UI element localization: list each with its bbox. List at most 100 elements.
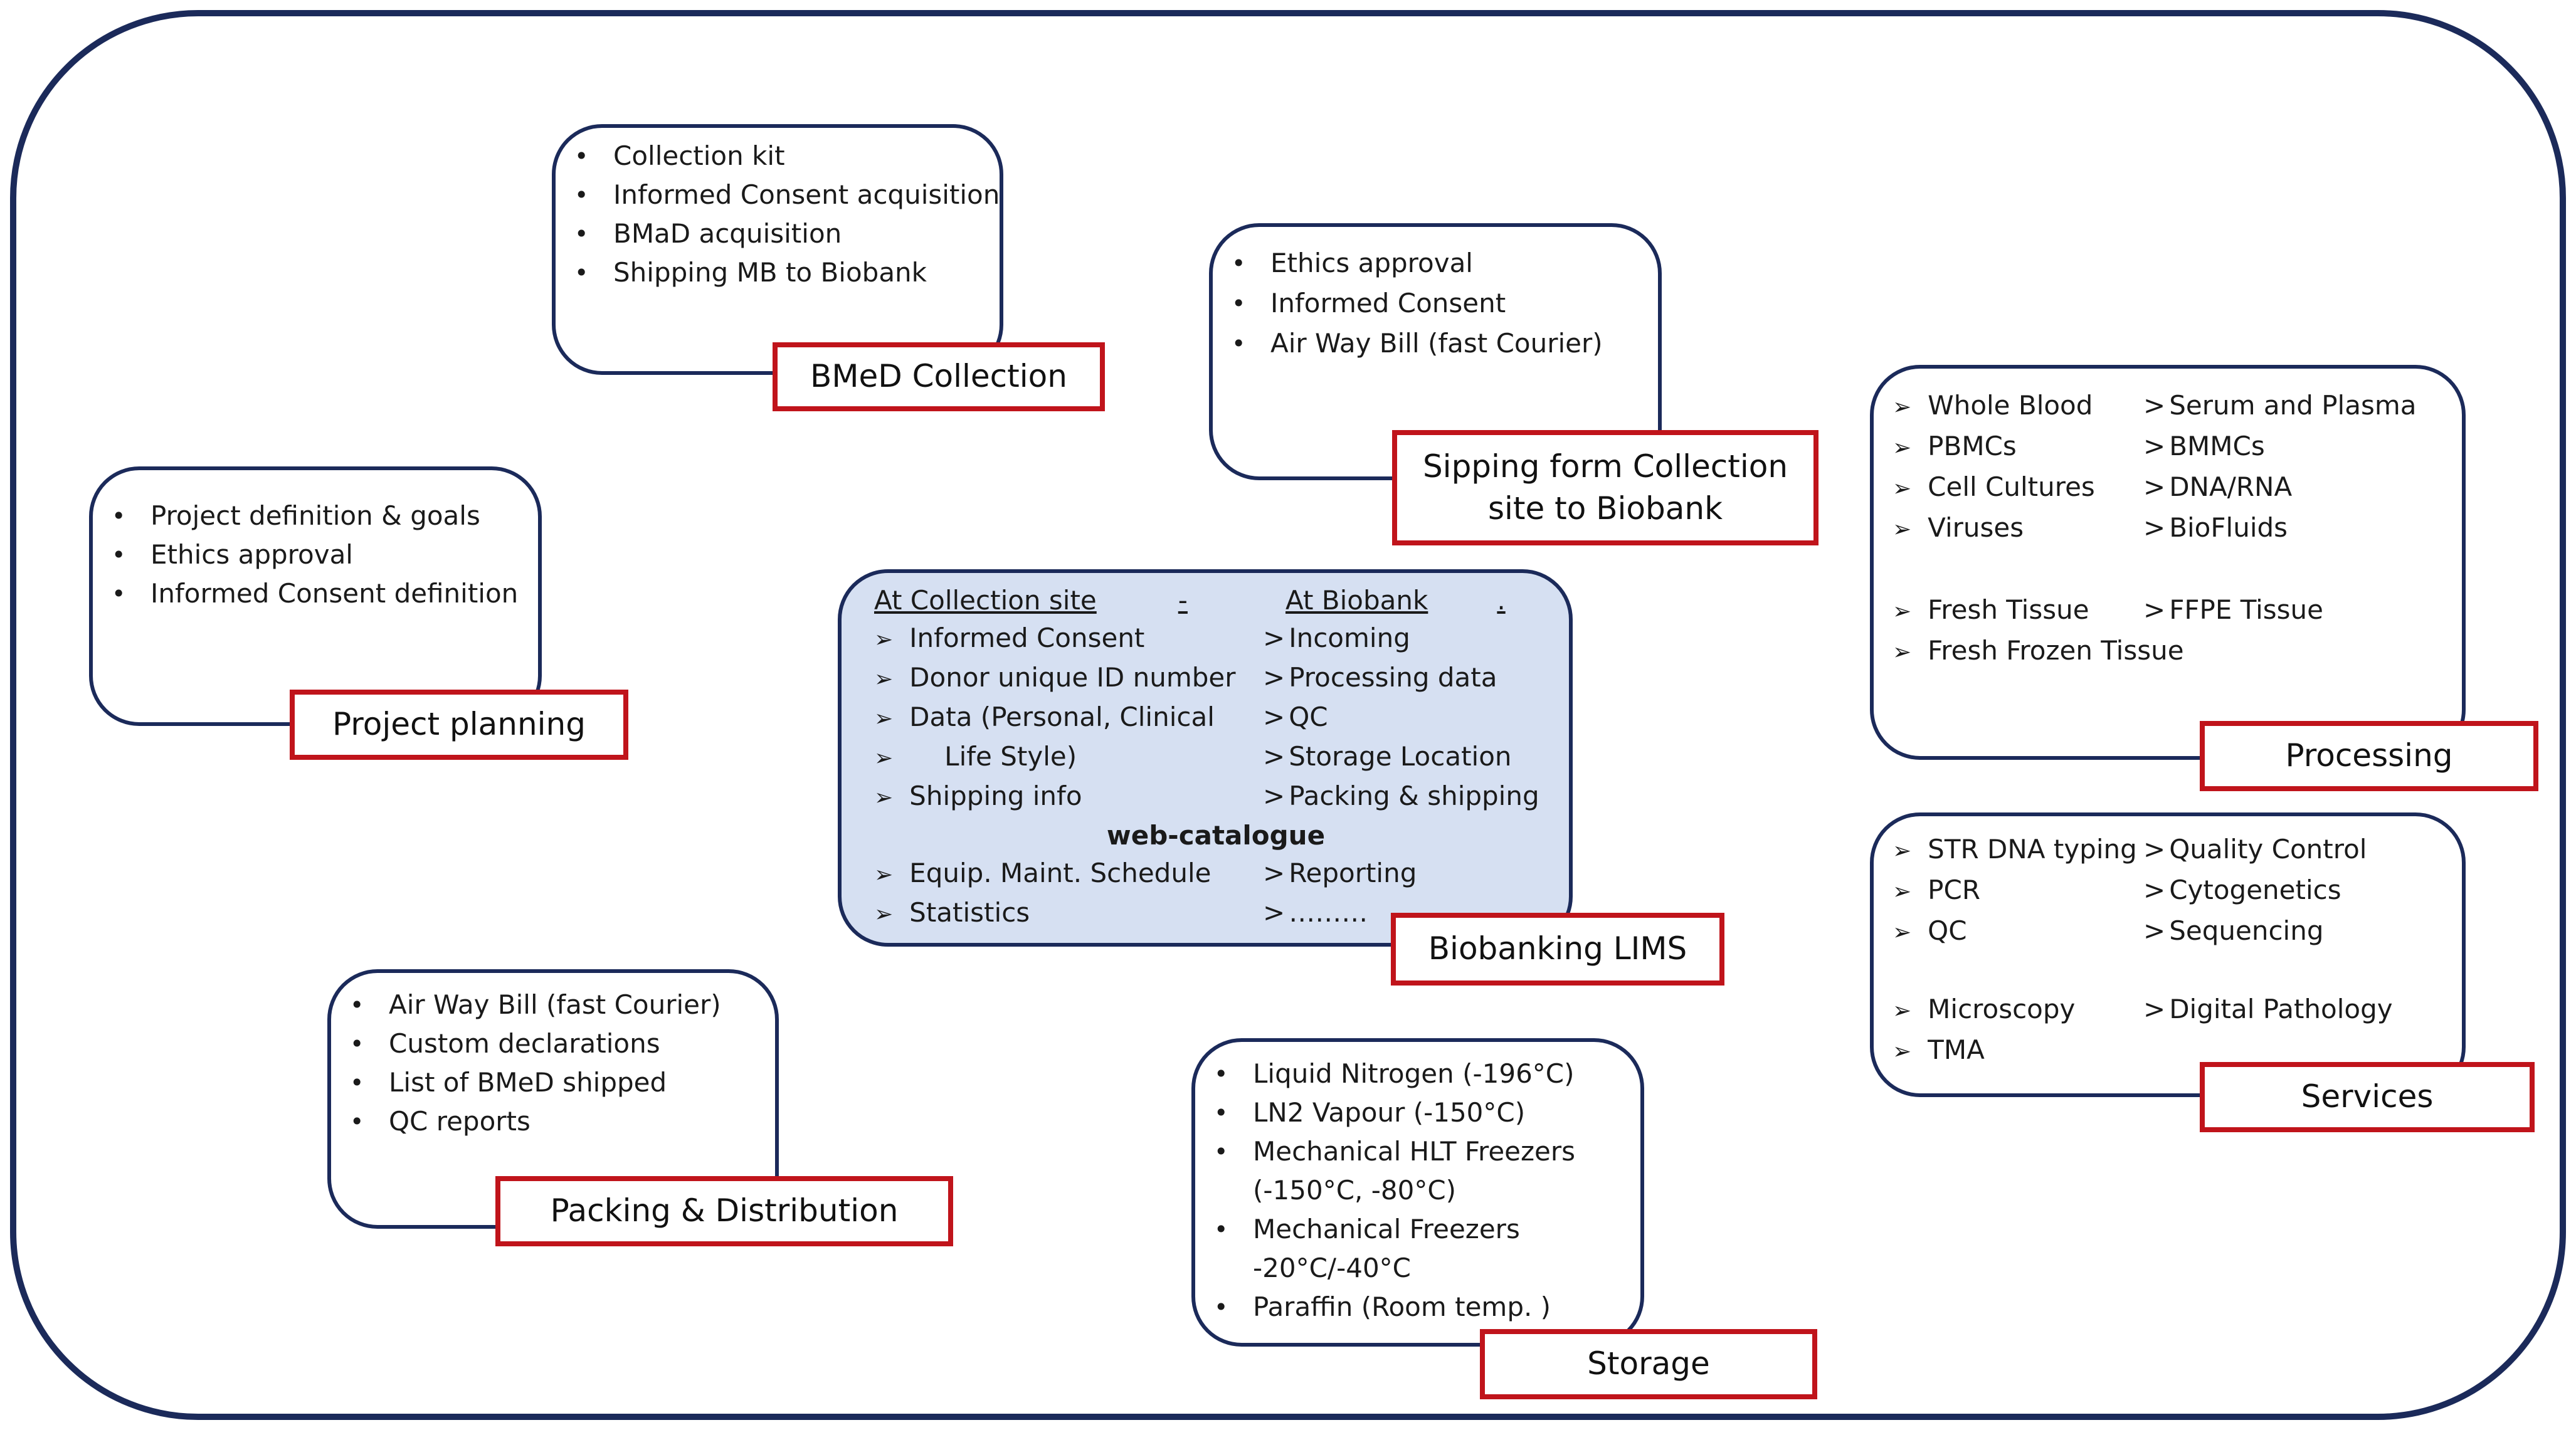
lims-item: >QC	[1263, 702, 1328, 732]
arrow-icon: ➢	[1892, 394, 1912, 420]
gt-icon: >	[2143, 390, 2166, 421]
gt-icon: >	[2143, 994, 2166, 1024]
services-columns: ➢STR DNA typing >Quality Control ➢PCR >C…	[1892, 830, 2457, 1071]
processing-item: >BioFluids	[2143, 512, 2288, 543]
services-item: >Sequencing	[2143, 915, 2324, 946]
gt-icon: >	[1263, 702, 1285, 732]
list-item: QC reports	[350, 1102, 721, 1141]
services-item: >Quality Control	[2143, 834, 2367, 865]
arrow-icon: ➢	[1892, 599, 1912, 624]
processing-label: Processing	[2200, 721, 2538, 791]
lims-item: ➢Informed Consent	[874, 623, 1145, 653]
arrow-icon: ➢	[1892, 879, 1912, 905]
lims-item: ➢Donor unique ID number	[874, 662, 1236, 693]
lims-item: >………	[1263, 897, 1368, 928]
list-item: Ethics approval	[1232, 243, 1603, 283]
arrow-icon: ➢	[874, 706, 894, 732]
storage-box: Liquid Nitrogen (-196°C) LN2 Vapour (-15…	[1191, 1038, 1644, 1347]
lims-box: At Collection site- At Biobank. ➢Informe…	[838, 569, 1573, 947]
lims-item: >Reporting	[1263, 858, 1417, 888]
list-item: Air Way Bill (fast Courier)	[1232, 323, 1603, 364]
list-item: Project definition & goals	[112, 497, 518, 535]
services-box: ➢STR DNA typing >Quality Control ➢PCR >C…	[1870, 812, 2466, 1097]
gt-icon: >	[1263, 623, 1285, 653]
processing-item: >BMMCs	[2143, 431, 2265, 461]
services-item: ➢PCR	[1892, 875, 1981, 905]
processing-item: ➢Viruses	[1892, 512, 2024, 543]
list-item: List of BMeD shipped	[350, 1063, 721, 1102]
processing-item: ➢Whole Blood	[1892, 390, 2093, 421]
lims-item: ➢Statistics	[874, 897, 1030, 928]
services-item: >Digital Pathology	[2143, 994, 2393, 1024]
arrow-icon: ➢	[874, 862, 894, 888]
project-planning-list: Project definition & goals Ethics approv…	[112, 497, 518, 613]
list-item: Mechanical Freezers -20°C/-40°C	[1214, 1210, 1634, 1288]
lims-header-left: At Collection site-	[874, 585, 1188, 616]
arrow-icon: ➢	[1892, 476, 1912, 502]
processing-item: ➢PBMCs	[1892, 431, 2017, 461]
outer-frame	[10, 10, 2566, 1420]
processing-columns: ➢Whole Blood >Serum and Plasma ➢PBMCs >B…	[1892, 386, 2457, 672]
services-item: ➢QC	[1892, 915, 1967, 946]
arrow-icon: ➢	[1892, 517, 1912, 542]
arrow-icon: ➢	[874, 745, 894, 771]
arrow-icon: ➢	[1892, 639, 1912, 665]
project-planning-label: Project planning	[290, 690, 628, 760]
services-item: >Cytogenetics	[2143, 875, 2341, 905]
list-item: Paraffin (Room temp. )	[1214, 1288, 1634, 1327]
shipping-form-list: Ethics approval Informed Consent Air Way…	[1232, 243, 1603, 364]
services-item: ➢TMA	[1892, 1034, 1985, 1065]
list-item: Air Way Bill (fast Courier)	[350, 986, 721, 1024]
list-item: BMaD acquisition	[574, 214, 1000, 253]
list-item: Custom declarations	[350, 1024, 721, 1063]
gt-icon: >	[2143, 834, 2166, 865]
project-planning-box: Project definition & goals Ethics approv…	[89, 466, 542, 726]
arrow-icon: ➢	[874, 666, 894, 692]
lims-item: >Packing & shipping	[1263, 781, 1539, 811]
lims-label: Biobanking LIMS	[1391, 913, 1724, 986]
packing-list: Air Way Bill (fast Courier) Custom decla…	[350, 986, 721, 1141]
list-item: Collection kit	[574, 137, 1000, 176]
gt-icon: >	[2143, 471, 2166, 502]
gt-icon: >	[2143, 594, 2166, 625]
processing-item: ➢Fresh Tissue	[1892, 594, 2089, 625]
arrow-icon: ➢	[1892, 998, 1912, 1024]
arrow-icon: ➢	[874, 785, 894, 811]
arrow-icon: ➢	[1892, 1039, 1912, 1065]
lims-item: >Storage Location	[1263, 741, 1512, 772]
list-item: Liquid Nitrogen (-196°C)	[1214, 1054, 1634, 1093]
arrow-icon: ➢	[1892, 920, 1912, 945]
bmed-collection-label: BMeD Collection	[773, 342, 1105, 411]
gt-icon: >	[1263, 662, 1285, 693]
lims-item: ➢Equip. Maint. Schedule	[874, 858, 1211, 888]
processing-item: >FFPE Tissue	[2143, 594, 2323, 625]
arrow-icon: ➢	[874, 902, 894, 927]
list-item: Mechanical HLT Freezers (-150°C, -80°C)	[1214, 1132, 1634, 1210]
processing-item: ➢Cell Cultures	[1892, 471, 2095, 502]
gt-icon: >	[2143, 512, 2166, 543]
services-label: Services	[2200, 1062, 2535, 1132]
processing-item: >DNA/RNA	[2143, 471, 2293, 502]
processing-item: >Serum and Plasma	[2143, 390, 2417, 421]
lims-header-right: At Biobank.	[1285, 585, 1506, 616]
gt-icon: >	[1263, 781, 1285, 811]
lims-item: >Processing data	[1263, 662, 1497, 693]
storage-label: Storage	[1480, 1329, 1817, 1399]
arrow-icon: ➢	[874, 627, 894, 653]
gt-icon: >	[1263, 858, 1285, 888]
processing-item: ➢Fresh Frozen Tissue	[1892, 635, 2184, 666]
storage-list: Liquid Nitrogen (-196°C) LN2 Vapour (-15…	[1214, 1054, 1634, 1327]
lims-item: ➢Life Style)	[874, 741, 1077, 772]
packing-label: Packing & Distribution	[495, 1176, 953, 1246]
lims-columns: At Collection site- At Biobank. ➢Informe…	[874, 582, 1558, 933]
gt-icon: >	[1263, 897, 1285, 928]
bmed-collection-box: Collection kit Informed Consent acquisit…	[552, 124, 1003, 375]
shipping-form-label: Sipping form Collection site to Biobank	[1392, 430, 1819, 545]
list-item: Informed Consent acquisition	[574, 176, 1000, 214]
label-line: site to Biobank	[1487, 490, 1723, 527]
label-line: Sipping form Collection	[1422, 448, 1788, 485]
gt-icon: >	[2143, 875, 2166, 905]
lims-item: ➢Shipping info	[874, 781, 1082, 811]
list-item: Informed Consent	[1232, 283, 1603, 323]
list-item: LN2 Vapour (-150°C)	[1214, 1093, 1634, 1132]
